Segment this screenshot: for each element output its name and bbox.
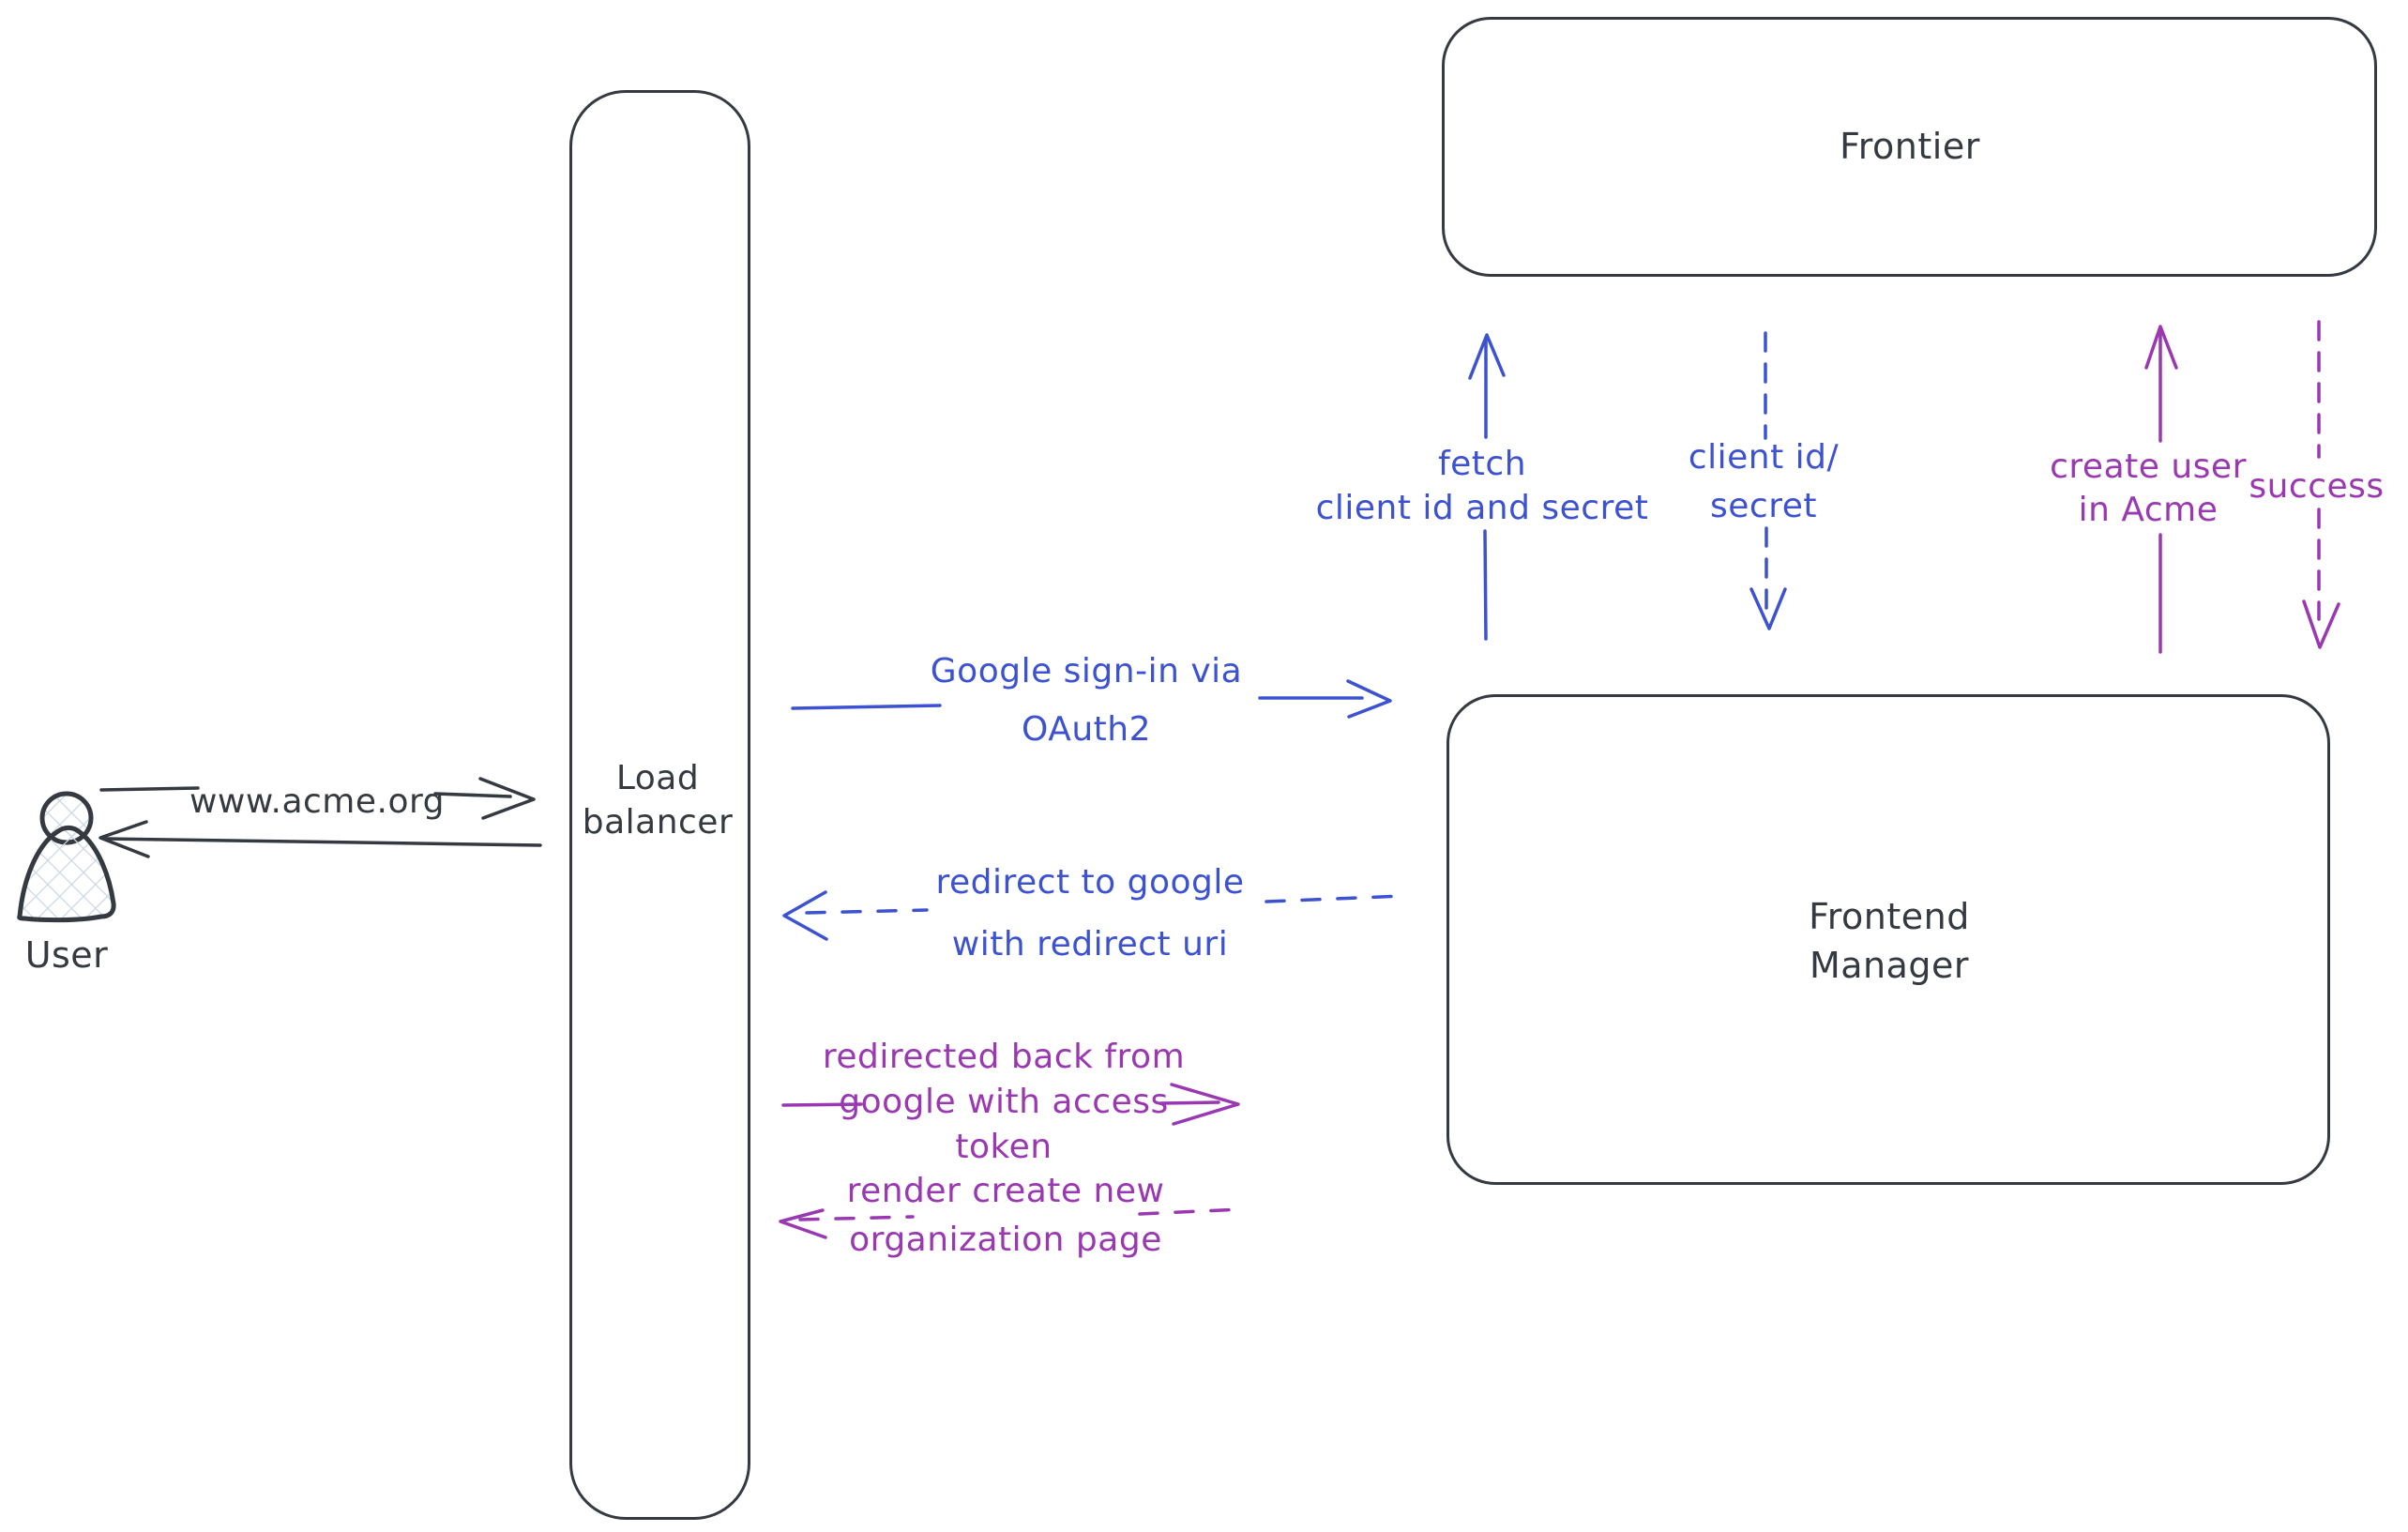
arrow-client-id-secret	[1749, 331, 1787, 630]
label-fetch-client-id: fetch client id and secret	[1315, 445, 1649, 527]
node-frontier	[1442, 17, 2377, 277]
arrow-redirect-to-google	[782, 890, 1405, 941]
arrow-create-user	[2144, 325, 2178, 654]
label-success: success	[2249, 467, 2385, 506]
label-frontend-manager: Frontend Manager	[1809, 896, 1970, 986]
label-frontier: Frontier	[1840, 126, 1980, 167]
label-redirect-to-google: redirect to google with redirect uri	[935, 863, 1245, 963]
label-redirected-back: redirected back from google with access …	[822, 1038, 1186, 1166]
label-www-acme: www.acme.org	[189, 782, 446, 821]
user-icon	[17, 791, 116, 923]
label-load-balancer: Load balancer	[582, 759, 734, 842]
label-client-id-secret: client id/ secret	[1688, 438, 1840, 525]
arrow-return-to-user	[98, 820, 542, 858]
arrow-success	[2302, 320, 2340, 649]
arrow-www-acme	[99, 777, 536, 820]
node-load-balancer	[569, 90, 750, 1520]
label-user: User	[24, 934, 109, 976]
arrow-google-signin	[791, 679, 1392, 719]
arrow-render-page	[779, 1207, 1242, 1239]
label-google-signin: Google sign-in via OAuth2	[930, 652, 1243, 749]
node-frontend-manager	[1446, 694, 2330, 1185]
label-render-page: render create new organization page	[846, 1172, 1165, 1259]
arrow-redirected-back	[781, 1083, 1240, 1126]
arrow-fetch-client-id	[1468, 333, 1506, 641]
label-create-user: create user in Acme	[2050, 447, 2247, 529]
